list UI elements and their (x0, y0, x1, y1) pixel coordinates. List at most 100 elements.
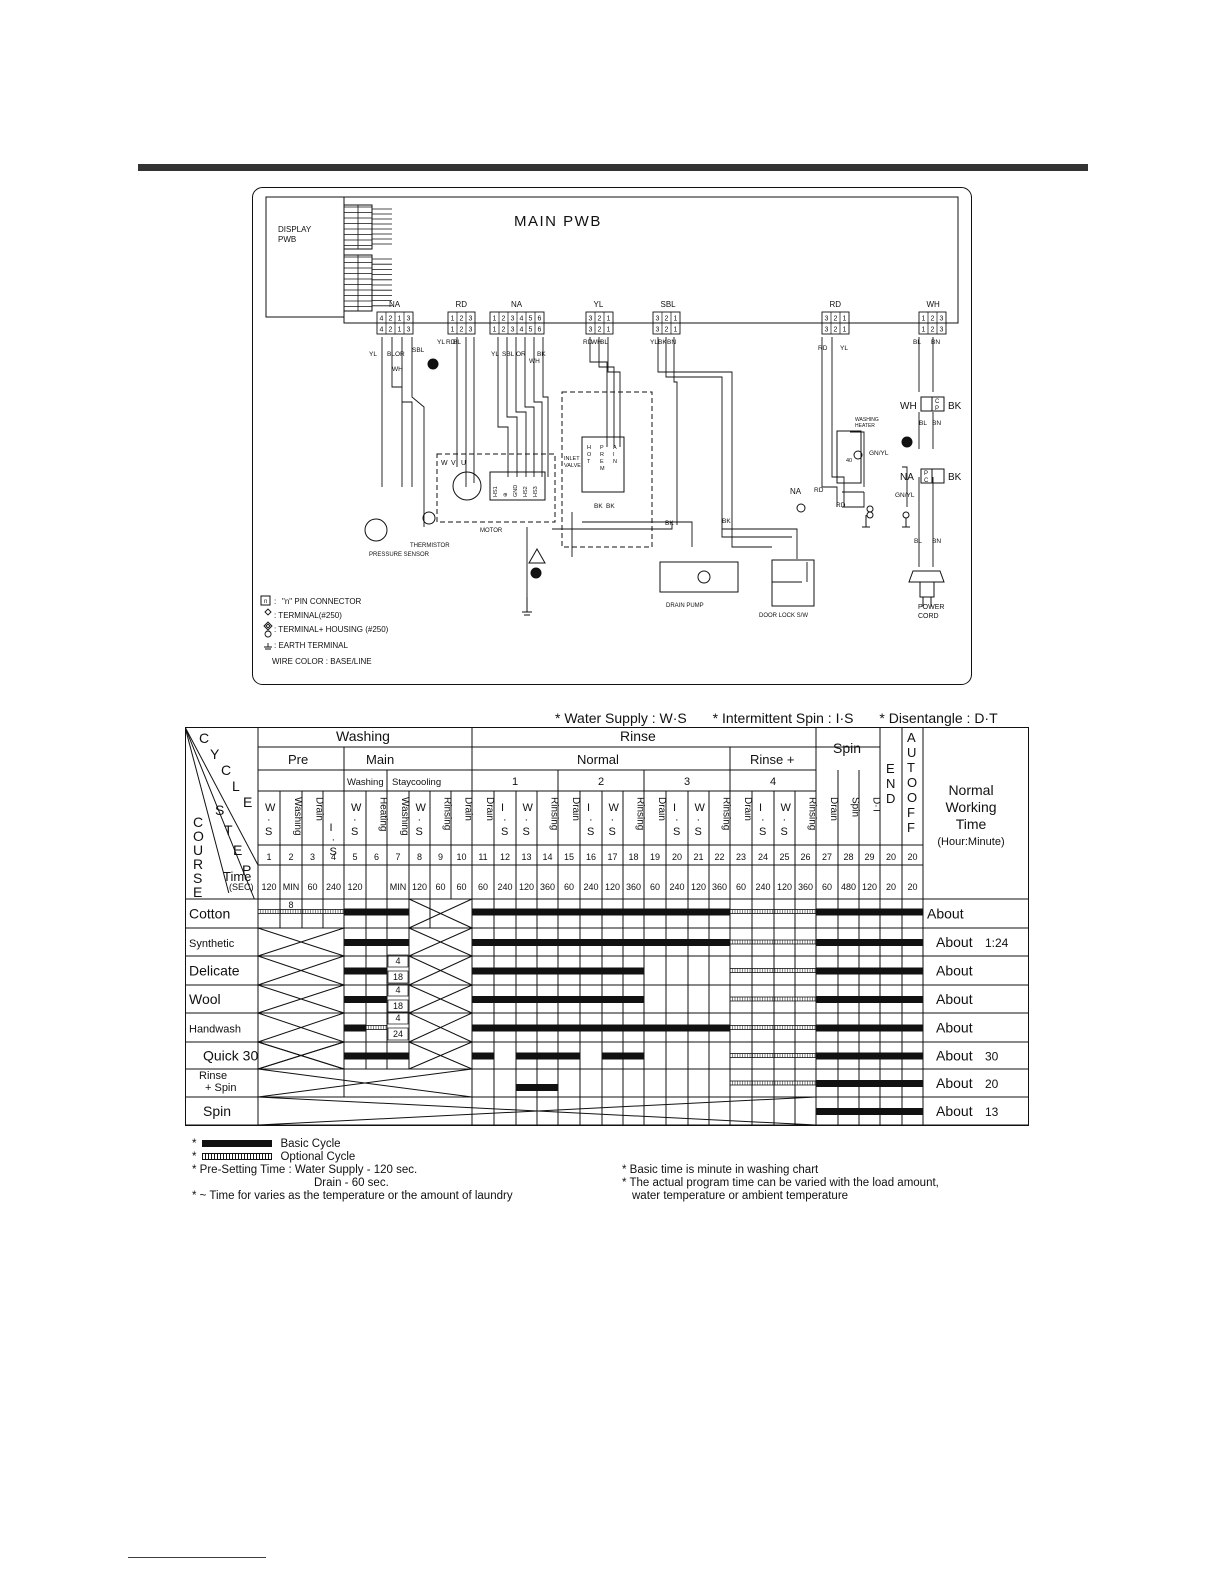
heater-ground-symbol (853, 450, 863, 460)
step-4-dot: · (353, 814, 357, 826)
group-washing: Washing (336, 728, 390, 744)
main-pwb-box (343, 196, 959, 324)
inlet-valve-box (561, 391, 653, 548)
wire-label-2: OR (395, 351, 405, 358)
pressure-sensor-symbol (364, 518, 388, 542)
step-7-b: S (416, 826, 423, 838)
course-name-4: Handwash (189, 1024, 241, 1036)
legend-pin-connector: "n" PIN CONNECTOR (282, 597, 362, 606)
drain-pump-label: DRAIN PUMP (666, 603, 704, 609)
wire-label-32: GN/YL (895, 492, 915, 499)
wool-spin (816, 996, 923, 1003)
step-num-13: 14 (542, 852, 552, 862)
cotton-normal (472, 908, 730, 916)
wire-label-23: BL (919, 420, 927, 427)
wiring-frame (252, 187, 972, 685)
time-23: 240 (755, 882, 770, 892)
note-basic-time: * Basic time is minute in washing chart (622, 1164, 819, 1176)
wire-label-29: RD (814, 487, 824, 494)
wire-label-20: YL (840, 345, 848, 352)
star-burst-3 (901, 436, 913, 448)
wire-label-28: BK (722, 518, 731, 525)
legend-n-box (260, 595, 271, 606)
abbreviation-legend: * Water Supply : W·S * Intermittent Spin… (555, 710, 1035, 726)
time-24: 120 (777, 882, 792, 892)
corner-course-5: E (193, 884, 202, 900)
cotton-main (344, 908, 409, 916)
note-star-1: * (192, 1138, 197, 1150)
connector-1-pin-1: 2 (460, 327, 464, 334)
corner-time: Time (223, 869, 251, 884)
connector-2-pin-4: 5 (529, 327, 533, 334)
connector-4-row-1 (652, 322, 681, 335)
thermistor-symbol (422, 511, 436, 525)
step-3-b: S (330, 846, 337, 858)
step-num-23: 24 (758, 852, 768, 862)
connector-0-pin-2: 1 (398, 327, 402, 334)
thermistor-label: THERMISTOR (410, 543, 450, 549)
wire-label-16: YL (650, 339, 658, 346)
step-0-dot: · (267, 814, 271, 826)
time-15: 240 (583, 882, 598, 892)
course-name-2: Delicate (189, 963, 240, 979)
note-drain-line: Drain - 60 sec. (314, 1177, 389, 1189)
corner-course-0: C (193, 814, 203, 830)
valve-label-1: O (587, 452, 592, 458)
top-rule (138, 164, 1088, 171)
handwash-rinseplus-opt (729, 1025, 817, 1030)
cotton-rinseplus-opt (729, 909, 817, 914)
step-20-dot: · (697, 814, 701, 826)
course-name-6-b: + Spin (205, 1082, 237, 1094)
valve-label-6: M (600, 466, 605, 472)
wire-label-7: BL (453, 339, 461, 346)
step-7-a: W (416, 802, 427, 814)
time-1: MIN (283, 882, 300, 892)
display-pwb-box (265, 196, 345, 318)
step-20-b: S (695, 826, 702, 838)
wire-label-34: BN (932, 538, 941, 545)
end-letter-2: D (886, 791, 895, 806)
connector-2-pin-2: 3 (511, 327, 515, 334)
connector-3-pin-1: 2 (598, 327, 602, 334)
cp-p: P (935, 406, 939, 412)
connector-5-pin-1: 2 (834, 327, 838, 334)
step-19-b: S (673, 826, 680, 838)
corner-course-2: U (193, 842, 203, 858)
time-10: 60 (478, 882, 488, 892)
connector-4-pin-2: 1 (674, 316, 678, 323)
auto-letter-4: O (907, 790, 917, 805)
wire-label-12: WH (529, 358, 540, 365)
handwash-spin (816, 1024, 923, 1032)
connector-1-pin-1: 2 (460, 316, 464, 323)
time-30: 20 (907, 882, 917, 892)
note-basic-cycle: Basic Cycle (280, 1138, 341, 1150)
connector-0-pin-2: 1 (398, 316, 402, 323)
step-12-a: W (523, 802, 534, 814)
connector-5-pin-0: 3 (825, 327, 829, 334)
valve-label-9: N (613, 459, 617, 465)
spin-x-b (257, 1096, 817, 1126)
course-time-6: 20 (985, 1077, 999, 1091)
time-16: 120 (605, 882, 620, 892)
connector-3-pin-2: 1 (607, 316, 611, 323)
time-19: 240 (669, 882, 684, 892)
connector-2-pin-0: 1 (493, 316, 497, 323)
corner-cycle-3: L (232, 778, 240, 794)
corner-step-0: S (215, 802, 224, 818)
step-num-0: 1 (266, 852, 271, 862)
step-16-a: W (609, 802, 620, 814)
time-0: 120 (261, 882, 276, 892)
washing-heater-label-2: HEATER (855, 423, 875, 429)
wire-label-27: BK (665, 520, 674, 527)
step-num-17: 18 (628, 852, 638, 862)
wire-label-19: RD (818, 345, 828, 352)
connector-4-pin-0: 3 (656, 327, 660, 334)
connector-4-pin-2: 1 (674, 327, 678, 334)
note-presetting: * Pre-Setting Time : Water Supply - 120 … (192, 1164, 418, 1176)
group-rinse: Rinse (620, 728, 656, 744)
course-about-5: About (936, 1048, 973, 1064)
